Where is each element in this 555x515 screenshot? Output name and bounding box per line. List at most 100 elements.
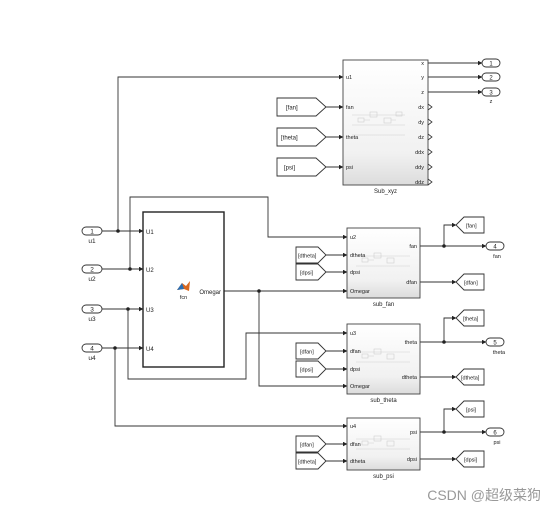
from-tag-dpsi[interactable]: [dpsi] <box>295 263 327 281</box>
from-tag-dtheta[interactable]: [dtheta] <box>295 246 327 264</box>
subsystem-name: sub_theta <box>370 398 397 404</box>
fcn-port-label: U3 <box>146 308 154 314</box>
fcn-port-label: U1 <box>146 230 154 236</box>
svg-text:ddz: ddz <box>415 180 424 186</box>
svg-text:u4: u4 <box>350 424 356 430</box>
svg-text:z: z <box>490 99 493 105</box>
svg-text:ddx: ddx <box>415 150 424 156</box>
svg-text:dfan: dfan <box>350 442 361 448</box>
inport-number: 1 <box>90 229 94 236</box>
from-tag-theta[interactable]: [theta] <box>276 127 327 147</box>
fcn-name: fcn <box>180 295 187 301</box>
svg-text:2: 2 <box>489 76 493 82</box>
sub-theta-block[interactable]: u3 dfan dpsi Omegar theta dtheta sub_the… <box>346 323 421 404</box>
sub-xyz-block[interactable]: u1 fan theta psi x y z dx dy dz ddx ddy … <box>342 59 433 195</box>
outport-6[interactable]: 6 psi <box>485 427 505 446</box>
from-tag-fan[interactable]: [fan] <box>276 97 327 117</box>
outport-4[interactable]: 4 fan <box>485 241 505 260</box>
from-tag-dfan[interactable]: [dfan] <box>295 435 327 453</box>
svg-text:4: 4 <box>493 245 497 251</box>
svg-text:dx: dx <box>418 105 424 111</box>
sub-psi-block[interactable]: u4 dfan dtheta psi dpsi sub_psi <box>346 417 421 480</box>
svg-text:[dfan]: [dfan] <box>464 281 478 287</box>
svg-text:u1: u1 <box>346 75 352 81</box>
goto-tag-fan[interactable]: [fan] <box>455 216 485 234</box>
svg-text:psi: psi <box>410 430 417 436</box>
inport-label: u2 <box>88 276 96 283</box>
goto-tag-theta[interactable]: [theta] <box>455 309 485 327</box>
svg-text:[fan]: [fan] <box>286 106 298 112</box>
outport-3[interactable]: 3 z <box>481 87 501 105</box>
subsystem-preview-icon <box>352 111 405 136</box>
svg-text:dpsi: dpsi <box>350 270 360 276</box>
inport-3[interactable]: 3 u3 <box>81 304 103 323</box>
svg-text:[dfan]: [dfan] <box>300 350 314 356</box>
svg-text:[dtheta]: [dtheta] <box>461 376 480 382</box>
svg-text:dpsi: dpsi <box>350 367 360 373</box>
wire-u3-subtheta[interactable] <box>127 309 348 380</box>
subsystem-name: Sub_xyz <box>374 189 397 195</box>
svg-text:5: 5 <box>493 341 497 347</box>
goto-tag-dtheta[interactable]: [dtheta] <box>455 368 485 386</box>
svg-text:x: x <box>421 61 424 67</box>
svg-text:[dpsi]: [dpsi] <box>300 368 314 374</box>
svg-text:dtheta: dtheta <box>350 253 366 259</box>
svg-text:Omegar: Omegar <box>350 289 370 295</box>
svg-text:dfan: dfan <box>406 280 417 286</box>
svg-text:[theta]: [theta] <box>463 317 479 323</box>
from-tag-dpsi[interactable]: [dpsi] <box>295 360 327 378</box>
svg-text:[dtheta]: [dtheta] <box>298 460 317 466</box>
fcn-port-label: Omegar <box>199 290 221 296</box>
inport-label: u3 <box>88 316 96 323</box>
fcn-block[interactable]: U1 U2 U3 U4 Omegar fcn <box>142 211 225 368</box>
svg-text:dz: dz <box>418 135 424 141</box>
goto-tag-psi[interactable]: [psi] <box>455 400 485 418</box>
svg-text:y: y <box>421 75 424 81</box>
unconnected-port-markers <box>427 103 433 186</box>
inport-label: u4 <box>88 355 96 362</box>
svg-text:1: 1 <box>489 62 493 68</box>
svg-text:fan: fan <box>409 244 417 250</box>
subsystem-preview-icon <box>356 435 410 450</box>
wire-omegar-subtheta[interactable] <box>258 291 348 389</box>
wire-u1-subxyz[interactable] <box>117 74 344 231</box>
signal-wires <box>102 60 487 464</box>
svg-text:6: 6 <box>493 431 497 437</box>
svg-text:[dpsi]: [dpsi] <box>300 271 314 277</box>
svg-text:[dtheta]: [dtheta] <box>298 254 317 260</box>
from-tags: [fan] [theta] [psi] [dtheta] [dpsi] [dfa… <box>276 97 327 470</box>
sub-fan-block[interactable]: u2 dtheta dpsi Omegar fan dfan sub_fan <box>346 227 421 308</box>
svg-text:z: z <box>421 90 424 96</box>
from-tag-dtheta[interactable]: [dtheta] <box>295 452 327 470</box>
inport-number: 3 <box>90 307 94 314</box>
svg-text:dfan: dfan <box>350 349 361 355</box>
matlab-logo-icon <box>177 281 190 291</box>
goto-tag-dpsi[interactable]: [dpsi] <box>455 450 485 468</box>
svg-text:[fan]: [fan] <box>466 224 477 230</box>
inport-number: 2 <box>90 267 94 274</box>
branch-points <box>113 229 446 434</box>
wire-u4-subpsi[interactable] <box>114 348 348 429</box>
svg-text:theta: theta <box>493 350 506 356</box>
from-tag-dfan[interactable]: [dfan] <box>295 342 327 360</box>
fcn-port-label: U2 <box>146 268 154 274</box>
outport-5[interactable]: 5 theta <box>485 337 506 356</box>
outport-2[interactable]: 2 <box>481 72 501 82</box>
goto-tag-dfan[interactable]: [dfan] <box>455 273 485 291</box>
inport-2[interactable]: 2 u2 <box>81 264 103 283</box>
svg-text:[dpsi]: [dpsi] <box>464 458 478 464</box>
wire-u2-subfan[interactable] <box>129 196 348 269</box>
subsystem-preview-icon <box>356 252 410 267</box>
svg-text:ddy: ddy <box>415 165 424 171</box>
from-tag-psi[interactable]: [psi] <box>276 157 327 177</box>
svg-text:[dfan]: [dfan] <box>300 443 314 449</box>
svg-text:u3: u3 <box>350 331 356 337</box>
outport-1[interactable]: 1 <box>481 58 501 68</box>
inport-4[interactable]: 4 u4 <box>81 343 103 362</box>
svg-text:fan: fan <box>346 105 354 111</box>
svg-text:3: 3 <box>489 91 493 97</box>
fcn-port-label: U4 <box>146 347 154 353</box>
svg-text:dpsi: dpsi <box>407 457 417 463</box>
inport-1[interactable]: 1 u1 <box>81 226 103 245</box>
